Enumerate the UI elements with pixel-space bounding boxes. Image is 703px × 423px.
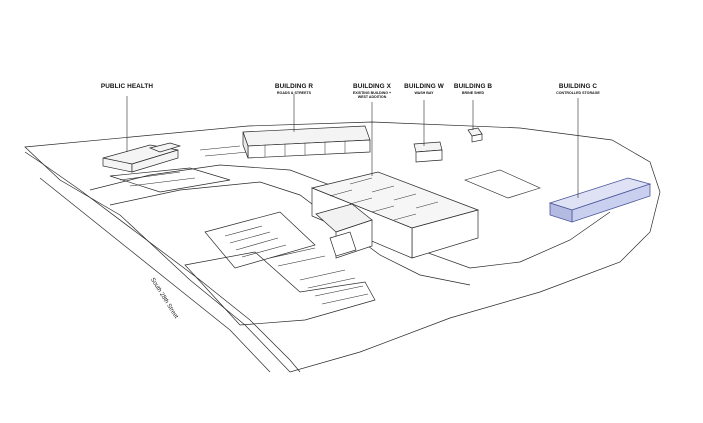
storage-yard bbox=[464, 169, 541, 199]
building-x-title: BUILDING X bbox=[353, 83, 391, 90]
building-w bbox=[413, 141, 443, 163]
label-public-health: PUBLIC HEALTH bbox=[100, 83, 154, 91]
property-boundary bbox=[24, 121, 661, 373]
building-c bbox=[548, 177, 652, 223]
building-r bbox=[242, 125, 371, 159]
building-w-title: BUILDING W bbox=[404, 83, 444, 90]
label-building-r: BUILDING R ROADS & STREETS bbox=[274, 83, 314, 95]
building-c-title: BUILDING C bbox=[558, 83, 598, 90]
parking-lot-south bbox=[184, 251, 376, 326]
building-x bbox=[310, 171, 480, 259]
building-x-subtitle-2: WEST ADDITION bbox=[357, 95, 387, 100]
label-building-w: BUILDING W WASH BAY bbox=[404, 83, 444, 95]
street-curb-north bbox=[24, 151, 301, 373]
label-building-b: BUILDING B BRINE SHED bbox=[453, 83, 493, 95]
public-health-building bbox=[102, 142, 182, 173]
building-b-subtitle: BRINE SHED bbox=[461, 90, 485, 95]
public-health-title: PUBLIC HEALTH bbox=[100, 83, 154, 90]
street-curb-south bbox=[39, 177, 271, 373]
label-building-c: BUILDING C CONTROLLED STORAGE bbox=[556, 83, 600, 95]
label-building-x: BUILDING X EXISTING BUILDING + WEST ADDI… bbox=[352, 83, 392, 100]
building-b bbox=[467, 127, 483, 143]
parking-lot-public-health bbox=[109, 167, 231, 193]
building-c-subtitle: CONTROLLED STORAGE bbox=[556, 90, 600, 95]
building-r-title: BUILDING R bbox=[274, 83, 314, 90]
building-r-subtitle: ROADS & STREETS bbox=[276, 90, 312, 95]
parking-lot-north bbox=[204, 211, 316, 269]
building-x-subtitle: EXISTING BUILDING + bbox=[352, 90, 392, 95]
building-b-title: BUILDING B bbox=[453, 83, 493, 90]
building-w-subtitle: WASH BAY bbox=[414, 90, 434, 95]
